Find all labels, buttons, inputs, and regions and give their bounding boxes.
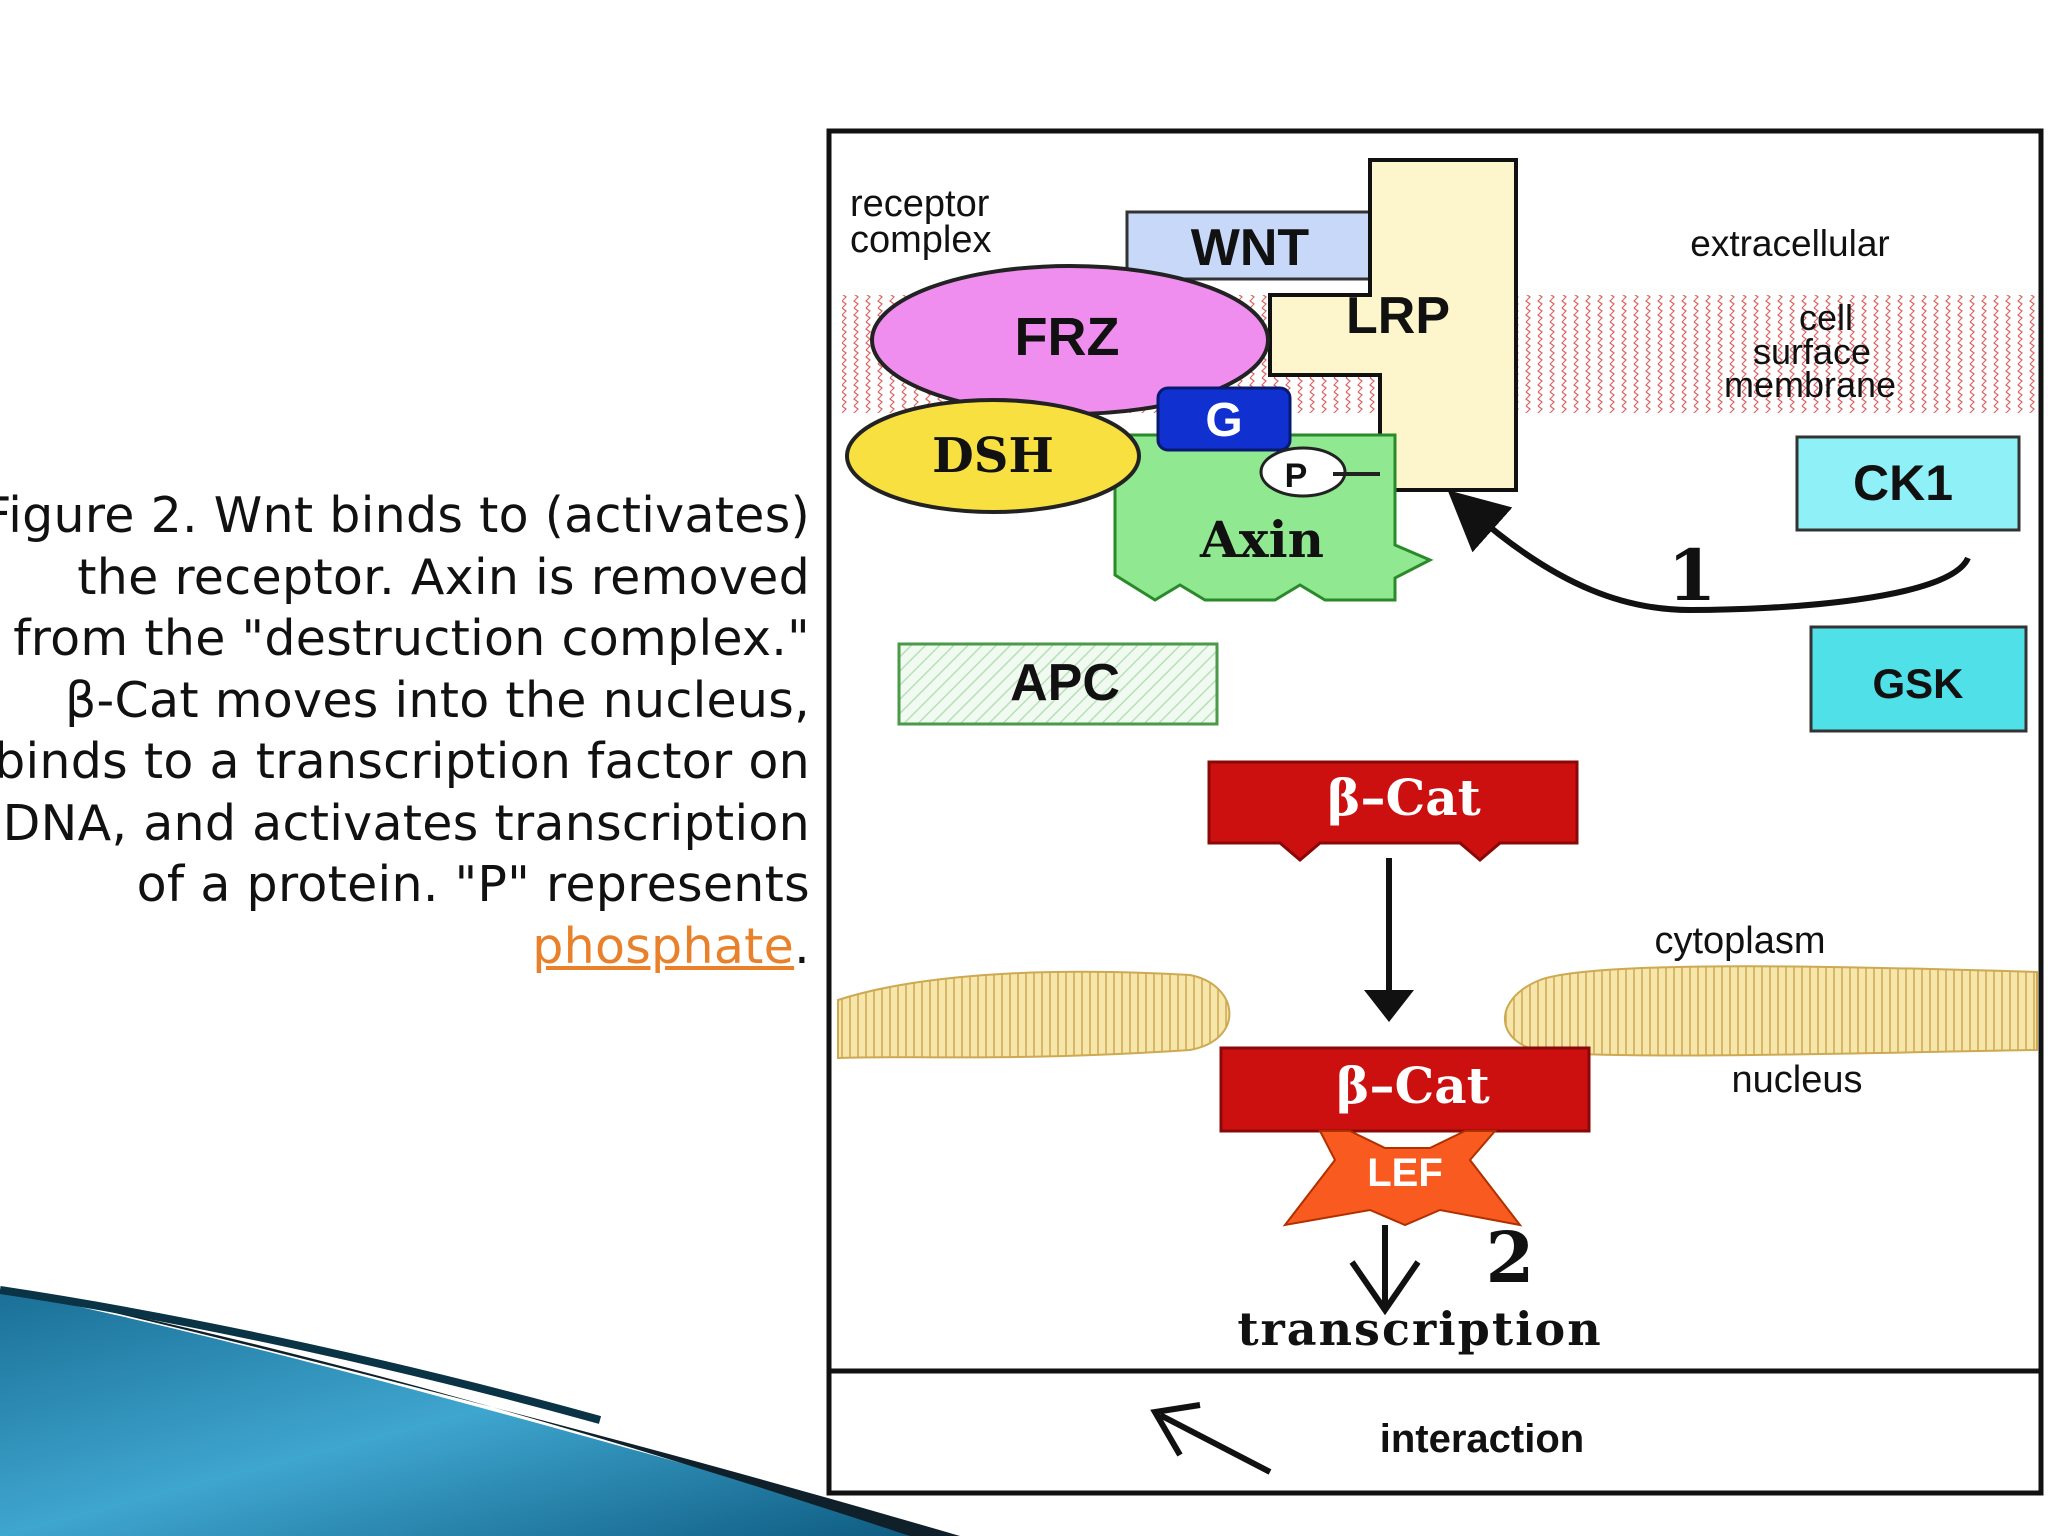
- legend-interaction-label: interaction: [1380, 1417, 1584, 1461]
- axin-protein: [1113, 433, 1434, 602]
- nucleus-label: nucleus: [1732, 1059, 1863, 1101]
- legend-arrowhead: [1150, 1402, 1201, 1457]
- step-2-arrowhead: [1349, 1260, 1421, 1316]
- ck1-label: CK1: [1853, 455, 1953, 511]
- figure-caption: Figure 2. Wnt binds to (activates) the r…: [0, 485, 810, 977]
- caption-line: the receptor. Axin is removed: [77, 548, 810, 606]
- dsh-label: DSH: [932, 428, 1054, 484]
- beta-catenin-nucleus: [1219, 1046, 1591, 1133]
- beta-catenin-label: β–Cat: [1327, 768, 1481, 827]
- step-2-label: 2: [1486, 1216, 1535, 1299]
- transcription-label: transcription: [1237, 1302, 1602, 1356]
- beta-catenin-cytoplasm: [1207, 760, 1579, 862]
- caption-line: of a protein. "P" represents: [136, 856, 810, 913]
- receptor-complex-label: complex: [850, 219, 992, 261]
- wnt-box: [1125, 210, 1375, 281]
- step-1-arrow: [1447, 490, 1971, 614]
- gsk-label: GSK: [1872, 660, 1963, 707]
- lrp-label: LRP: [1346, 287, 1450, 345]
- phosphate-label: P: [1285, 457, 1308, 495]
- apc-label: APC: [1010, 654, 1120, 712]
- caption-line: binds to a transcription factor on: [0, 733, 810, 790]
- gsk-box: [1809, 625, 2028, 733]
- ck1-box: [1795, 435, 2021, 532]
- caption-period: .: [794, 917, 810, 975]
- axin-label: Axin: [1199, 510, 1324, 569]
- caption-line: from the "destruction complex.": [13, 610, 810, 667]
- caption-line: β-Cat moves into the nucleus,: [64, 671, 810, 729]
- beta-catenin-nuclear-label: β–Cat: [1336, 1056, 1490, 1115]
- caption-line: DNA, and activates transcription: [2, 794, 810, 852]
- lef-factor: [1282, 1130, 1523, 1227]
- lef-label: LEF: [1367, 1151, 1443, 1195]
- translocation-arrowhead: [1364, 990, 1414, 1022]
- caption-line: Figure 2. Wnt binds to (activates): [0, 487, 810, 544]
- apc-box: [897, 642, 1219, 726]
- membrane-label: cell: [1799, 297, 1853, 338]
- phosphate-link[interactable]: phosphate: [532, 917, 795, 975]
- caption-line-last: phosphate.: [0, 916, 810, 978]
- dsh-protein: [845, 398, 1141, 514]
- step-1-label: 1: [1668, 534, 1717, 617]
- membrane-label: membrane: [1724, 364, 1896, 405]
- frz-label: FRZ: [1015, 307, 1120, 367]
- g-label: G: [1205, 394, 1242, 447]
- g-protein: [1156, 386, 1292, 452]
- lrp-receptor: [1268, 158, 1518, 492]
- nuclear-envelope: [837, 965, 2038, 1060]
- membrane-label: surface: [1753, 331, 1871, 372]
- wnt-label: WNT: [1191, 219, 1310, 277]
- receptor-complex-label: receptor: [850, 183, 990, 225]
- legend-arrow-icon: [1158, 1412, 1272, 1475]
- extracellular-label: extracellular: [1690, 223, 1889, 264]
- cytoplasm-label: cytoplasm: [1654, 920, 1825, 962]
